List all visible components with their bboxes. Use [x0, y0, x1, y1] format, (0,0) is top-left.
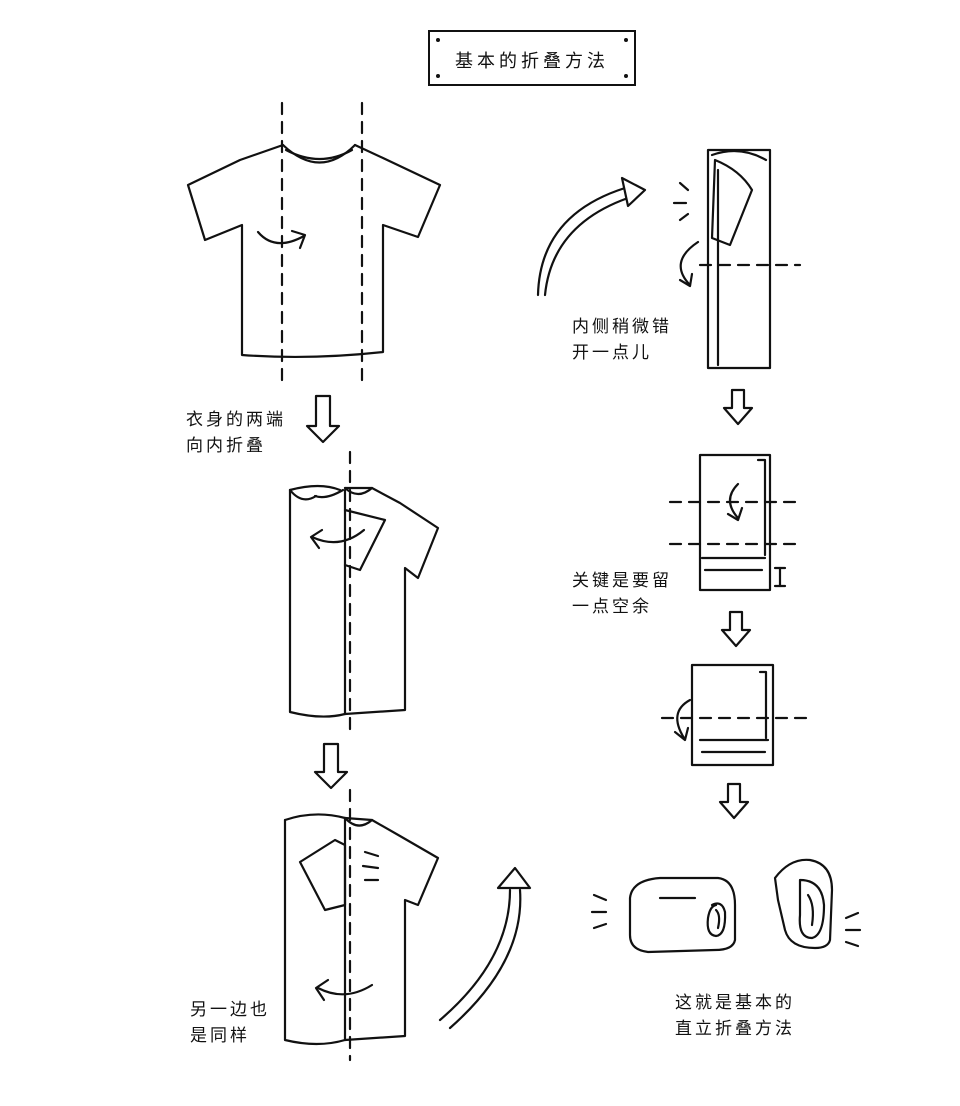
- folded-shirt-icon: [628, 876, 737, 954]
- caption-line: 是同样: [190, 1026, 250, 1046]
- sleeve-fold: [343, 508, 387, 572]
- corner-dot: [624, 74, 628, 78]
- gap-marker: [773, 566, 787, 588]
- caption-line: 关键是要留: [572, 571, 672, 591]
- caption-step2: 另一边也 是同样: [190, 997, 270, 1049]
- folding-arrow-icon: [678, 240, 700, 288]
- caption-line: 另一边也: [190, 1000, 270, 1020]
- page-title: 基本的折叠方法: [455, 51, 609, 72]
- folded-block-icon: [698, 453, 772, 592]
- caption-line: 向内折叠: [186, 436, 266, 456]
- folding-arrow-icon: [314, 978, 374, 1002]
- down-arrow-icon: [722, 388, 754, 426]
- down-arrow-icon: [305, 394, 341, 444]
- curved-arrow-icon: [536, 176, 647, 297]
- folded-shirt-upright-icon: [773, 858, 834, 950]
- folding-arrow-icon: [726, 482, 744, 522]
- down-arrow-icon: [720, 610, 752, 648]
- down-arrow-icon: [718, 782, 750, 820]
- folding-arrow-icon: [256, 229, 307, 250]
- caption-step1: 衣身的两端 向内折叠: [186, 407, 286, 459]
- tshirt-both-folded-icon: [283, 813, 440, 1046]
- caption-line: 衣身的两端: [186, 410, 286, 430]
- motion-marks: [361, 850, 380, 882]
- folded-small-icon: [690, 663, 775, 767]
- caption-line: 这就是基本的: [675, 993, 795, 1013]
- down-arrow-icon: [313, 742, 349, 790]
- curved-arrow-icon: [438, 866, 532, 1030]
- caption-line: 内侧稍微错: [572, 317, 672, 337]
- caption-line: 一点空余: [572, 597, 652, 617]
- folding-arrow-icon: [673, 698, 692, 742]
- corner-dot: [436, 38, 440, 42]
- caption-step4: 关键是要留 一点空余: [572, 568, 672, 620]
- corner-dot: [436, 74, 440, 78]
- caption-step5: 这就是基本的 直立折叠方法: [675, 990, 795, 1042]
- folded-strip-icon: [706, 148, 772, 370]
- motion-marks: [844, 911, 862, 948]
- motion-marks: [590, 893, 608, 930]
- caption-step3: 内侧稍微错 开一点儿: [572, 314, 672, 366]
- caption-line: 直立折叠方法: [675, 1019, 795, 1039]
- tshirt-flat-icon: [186, 143, 442, 359]
- motion-marks: [672, 181, 690, 222]
- title-box: 基本的折叠方法: [428, 30, 636, 86]
- folding-arrow-icon: [309, 528, 366, 550]
- corner-dot: [624, 38, 628, 42]
- tshirt-half-folded-icon: [288, 484, 440, 718]
- caption-line: 开一点儿: [572, 343, 652, 363]
